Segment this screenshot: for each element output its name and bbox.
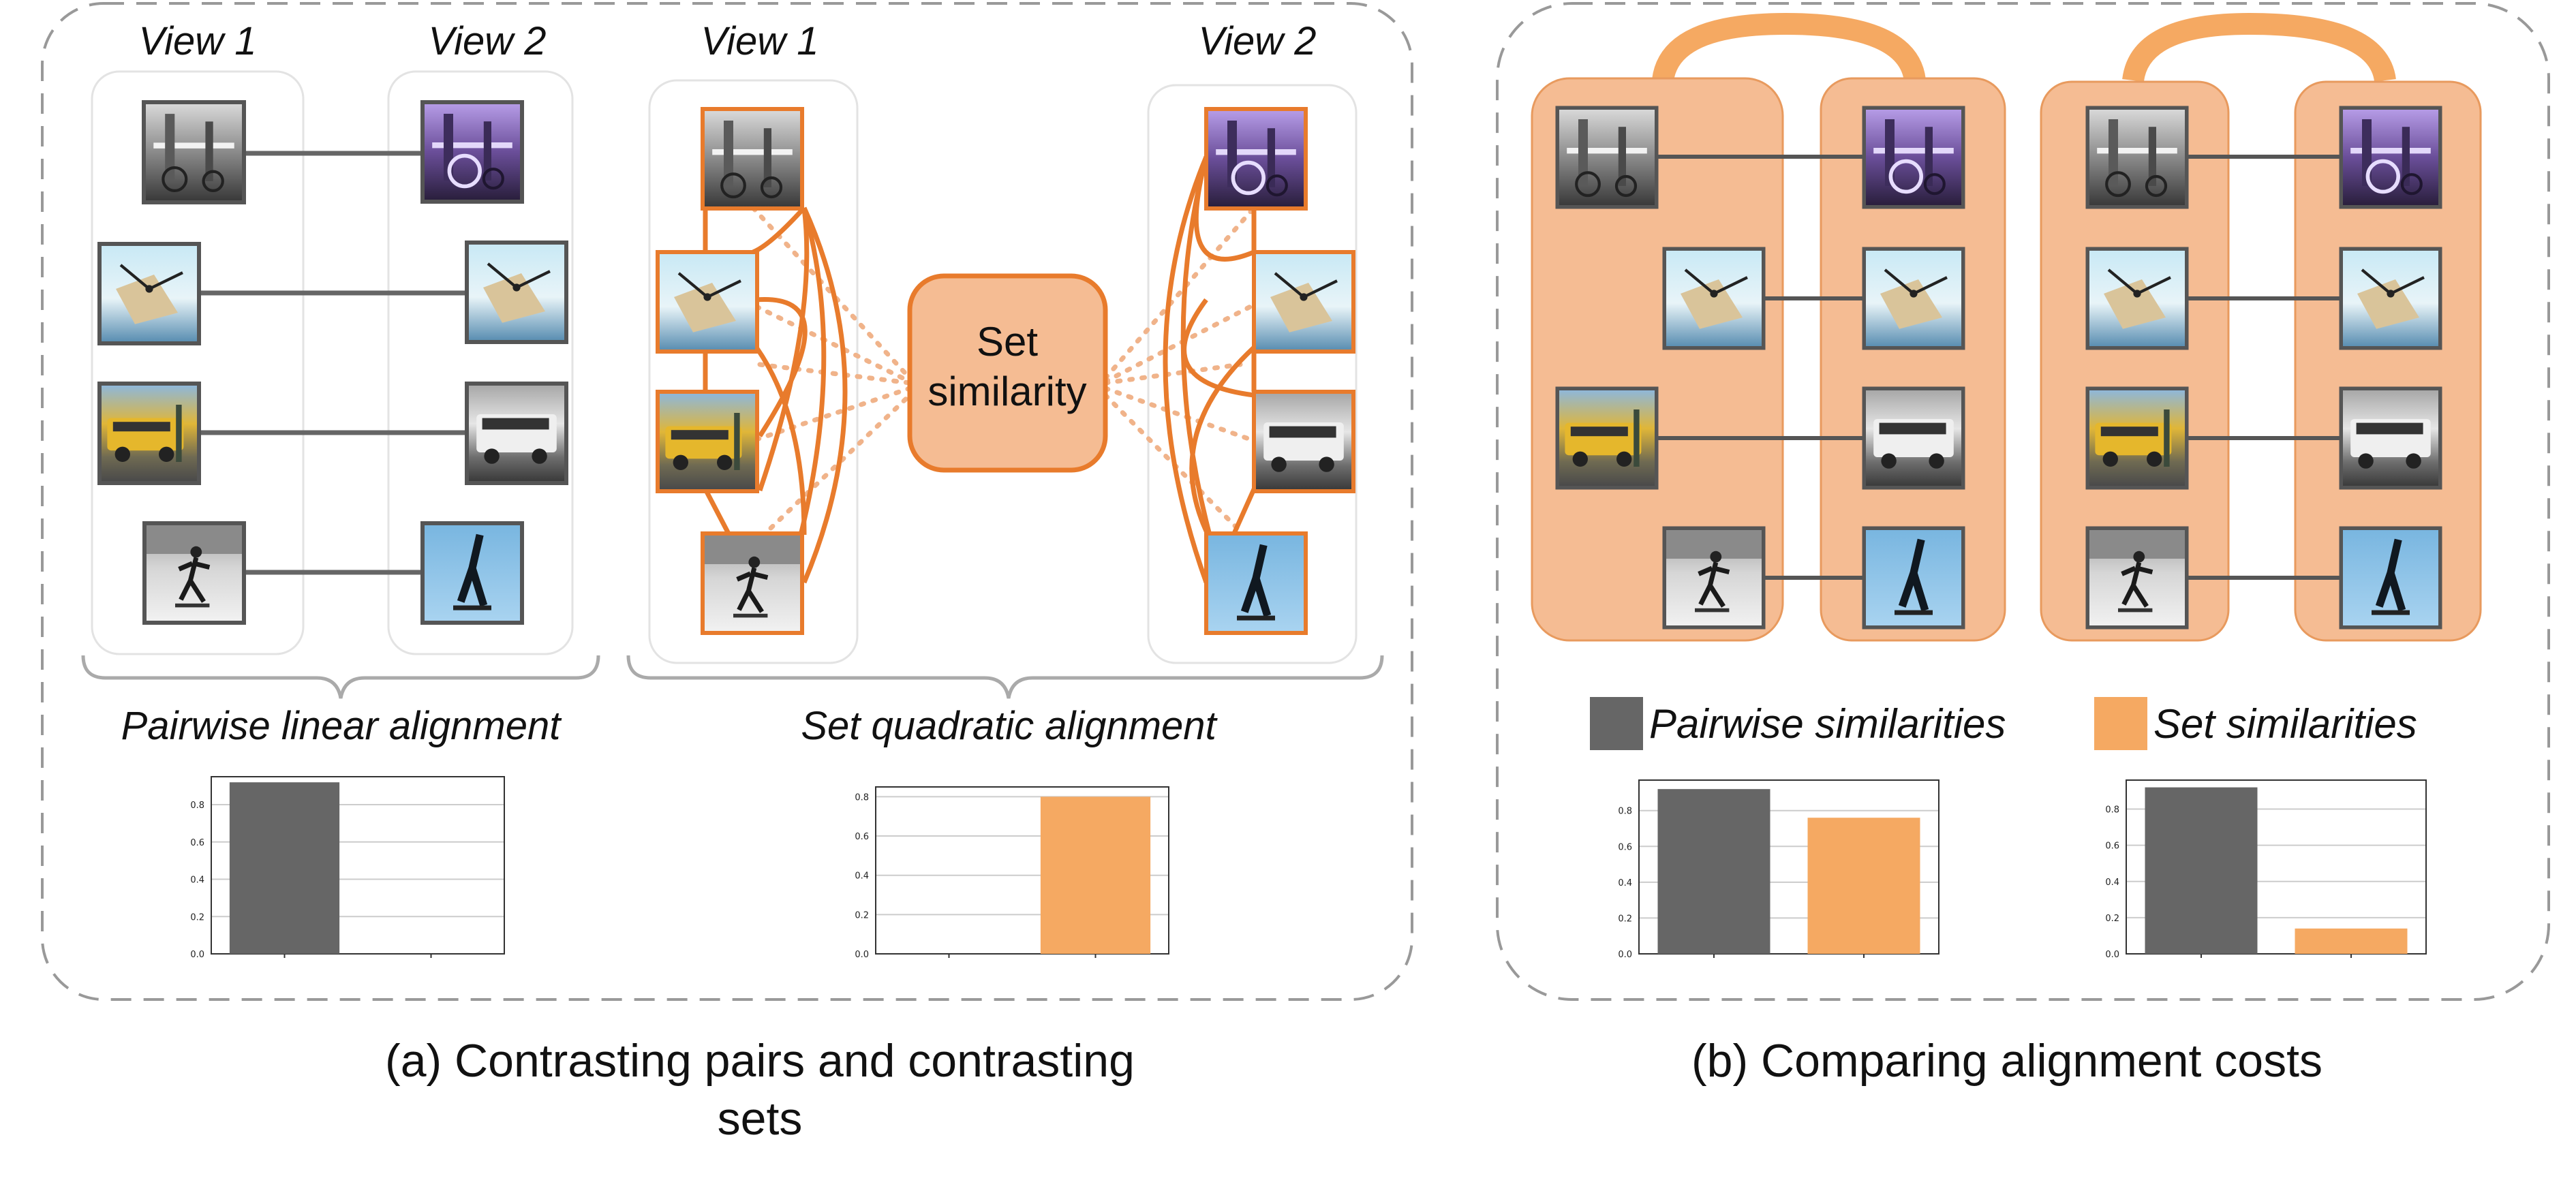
b3-skater-photo [2089,530,2185,625]
y-tick-label: 0.2 [2105,914,2119,924]
skater-photo [147,525,242,621]
b4-clock-photo-augmented [2343,251,2438,346]
y-tick-label: 0.6 [190,838,204,848]
y-tick-label: 0.6 [2105,841,2119,852]
b4-street-photo-augmented [2343,110,2438,205]
pairwise-view1-label: View 1 [138,19,256,63]
b3-bus-photo [2089,390,2185,486]
set-similarity-label-line2: similarity [927,369,1086,414]
street-photo-augmented [425,104,520,200]
b2-bus-photo-augmented [1866,390,1961,486]
y-tick-label: 0.8 [1618,807,1632,817]
skater-photo-augmented [425,525,520,621]
y-tick-label: 0.0 [2105,950,2119,960]
chart-2: 0.0 0.2 0.4 0.6 0.8 [855,787,1169,960]
street-photo [146,104,242,200]
y-tick-label: 0.4 [190,875,204,886]
legend: Pairwise similarities Set similarities [1590,697,2417,750]
bus-photo [102,386,197,481]
clock-photo-augmented [469,245,564,340]
set-pair-left [1532,78,2005,640]
b2-clock-photo-augmented [1866,251,1961,346]
b3-street-photo [2089,110,2185,205]
b2-skater-photo-augmented [1866,530,1961,625]
b1-skater-photo [1666,530,1762,625]
set-street-photo-augmented [1208,111,1304,206]
y-tick-label: 0.4 [855,871,869,882]
y-tick-label: 0.8 [2105,805,2119,816]
set-view1-label: View 1 [701,19,818,63]
y-tick-label: 0.6 [855,832,869,842]
clock-photo [102,246,197,341]
chart-1: 0.0 0.2 0.4 0.6 0.8 [190,777,504,960]
y-tick-label: 0.2 [855,910,869,920]
set-street-photo [705,111,800,206]
set-pair-right [2041,82,2481,640]
set-view2-label: View 2 [1198,19,1316,63]
chart-4: 0.0 0.2 0.4 0.6 0.8 [2105,780,2426,960]
legend-swatch-pairwise [1590,697,1643,750]
panel-b-caption: (b) Comparing alignment costs [1691,1035,2322,1087]
set-clock-photo-augmented [1256,254,1351,350]
bar-set [1041,796,1150,954]
set-skater-photo [705,536,800,631]
b1-bus-photo [1559,390,1655,486]
b4-skater-photo-augmented [2343,530,2438,625]
y-tick-label: 0.0 [855,950,869,960]
legend-swatch-set [2094,697,2147,750]
y-tick-label: 0.0 [1618,950,1632,960]
y-tick-label: 0.8 [190,801,204,811]
bar-set [1808,818,1920,954]
bar-set [2295,929,2408,954]
y-tick-label: 0.0 [190,950,204,960]
set-bus-photo-augmented [1256,394,1351,489]
b4-bus-photo-augmented [2343,390,2438,486]
pairwise-alignment-label: Pairwise linear alignment [121,704,563,748]
set-block: View 1 View 2 [628,19,1382,748]
y-tick-label: 0.4 [1618,878,1632,888]
bus-photo-augmented [469,386,564,481]
set-clock-photo [660,254,755,350]
y-tick-label: 0.4 [2105,878,2119,888]
set-skater-photo-augmented [1208,536,1304,631]
bar-pairwise [1658,789,1770,954]
bar-pairwise [230,782,339,954]
y-tick-label: 0.2 [190,912,204,923]
b1-clock-photo [1666,251,1762,346]
arch-right [2133,24,2385,80]
bar-pairwise [2145,788,2258,954]
chart-3: 0.0 0.2 0.4 0.6 0.8 [1618,780,1939,960]
b3-clock-photo [2089,251,2185,346]
panel-a-caption-line2: sets [718,1093,803,1145]
panel-a-caption-line1: (a) Contrasting pairs and contrasting [385,1035,1135,1087]
pairwise-block: View 1 View 2 [83,19,598,748]
arch-left [1663,24,1915,80]
y-tick-label: 0.6 [1618,842,1632,852]
pairwise-brace [83,655,598,698]
y-tick-label: 0.2 [1618,914,1632,924]
pairwise-view2-label: View 2 [428,19,546,63]
set-bus-photo [660,394,755,489]
set-similarity-label-line1: Set [977,319,1038,365]
legend-label-set: Set similarities [2153,701,2417,747]
set-alignment-label: Set quadratic alignment [801,704,1218,748]
legend-label-pairwise: Pairwise similarities [1649,701,2006,747]
y-tick-label: 0.8 [855,792,869,803]
b2-street-photo-augmented [1866,110,1961,205]
b1-street-photo [1559,110,1655,205]
